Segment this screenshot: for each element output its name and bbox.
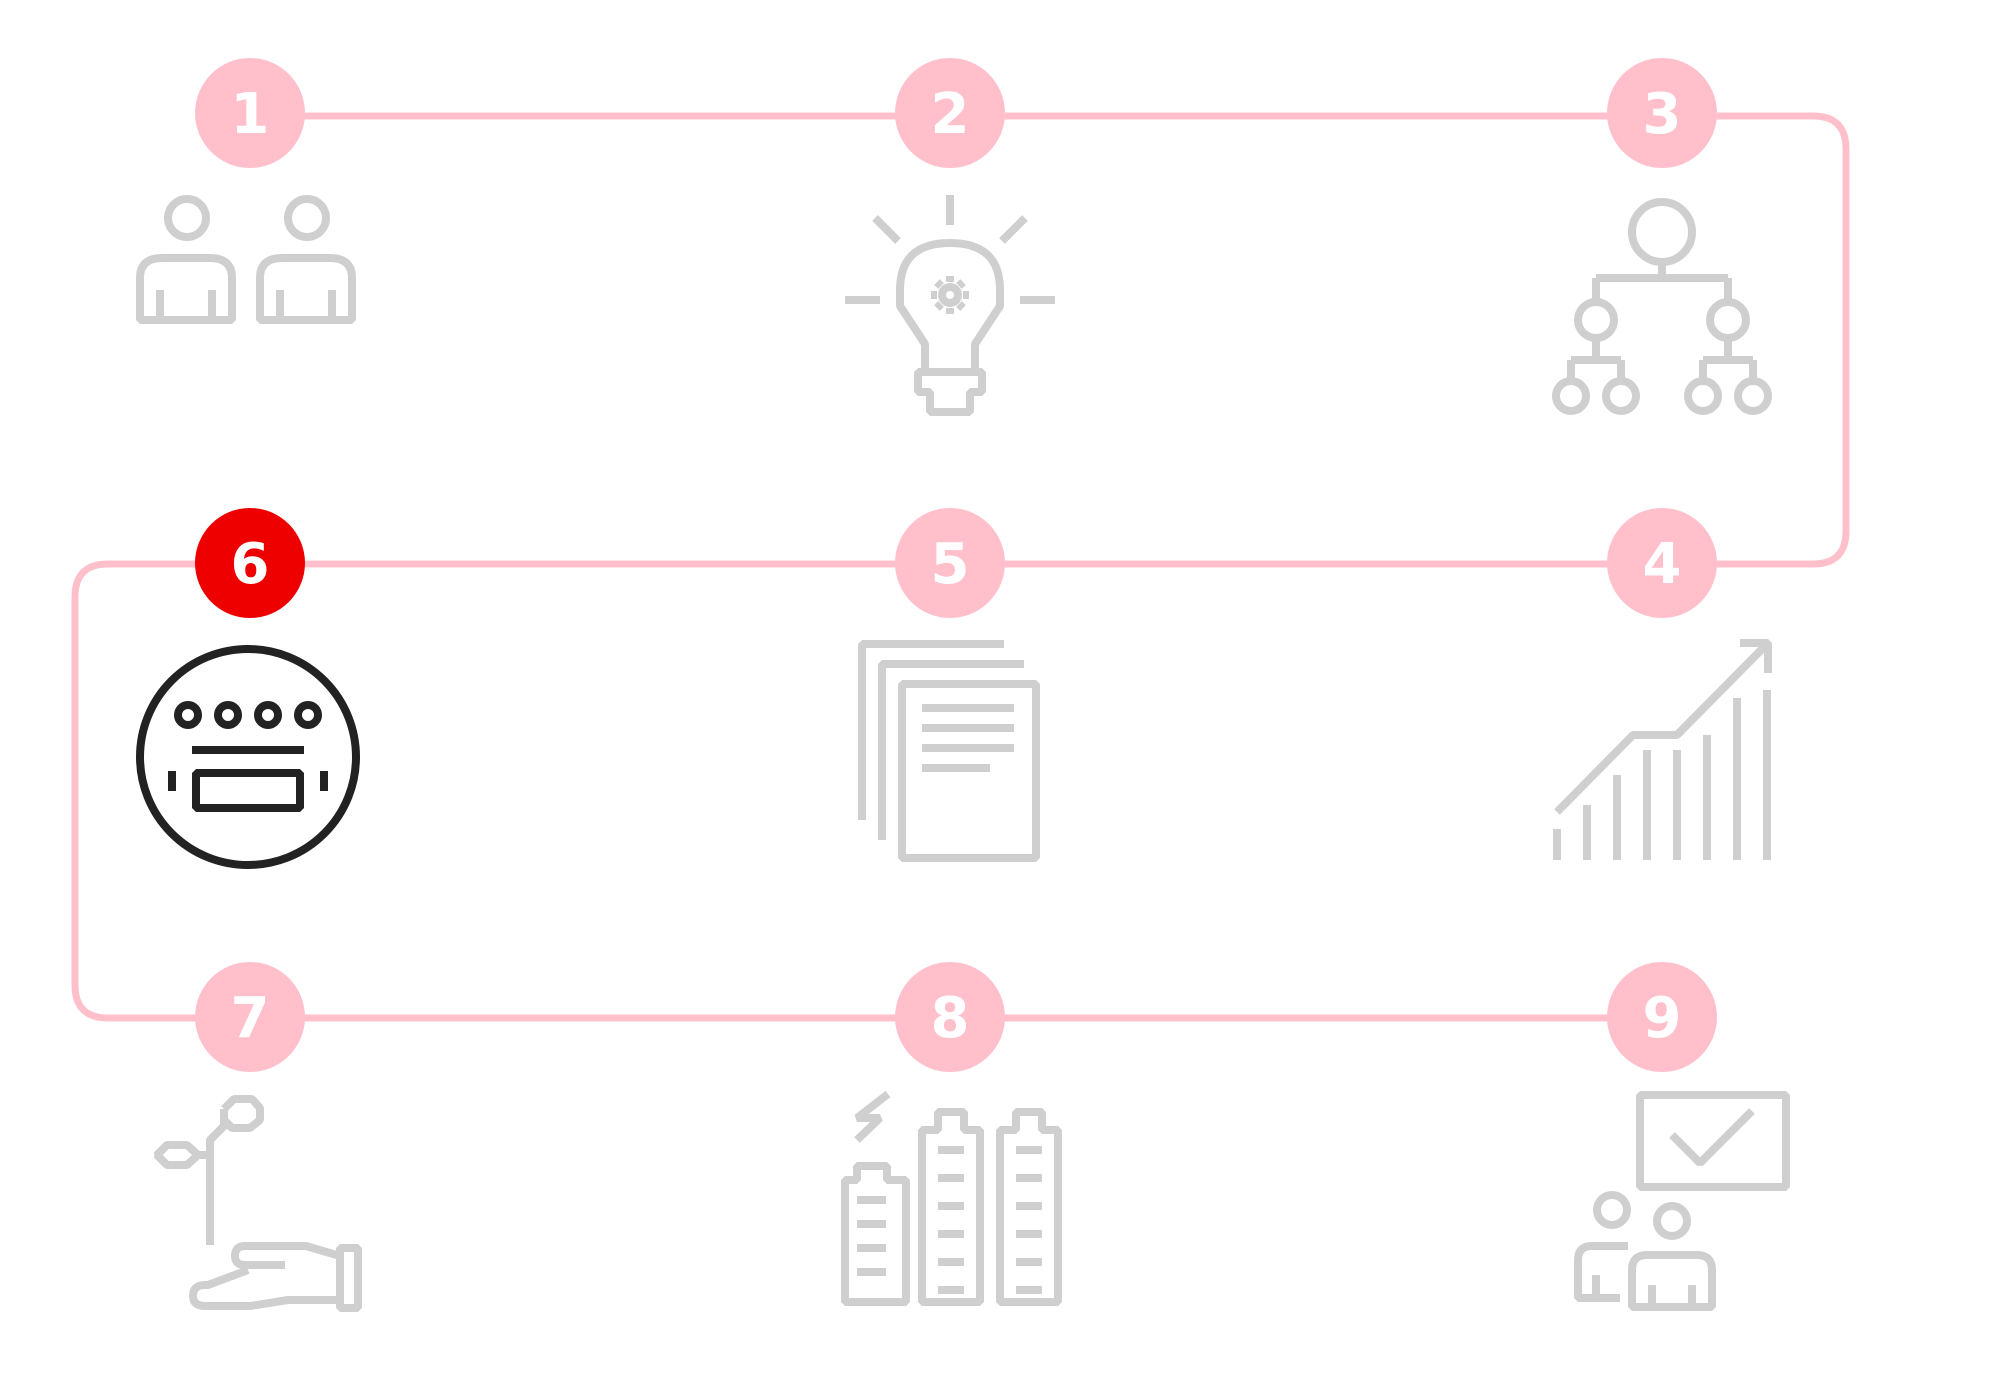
- batteries-icon: [841, 1090, 1062, 1306]
- step-6-number: 6: [231, 532, 270, 597]
- step-9: 9: [1574, 962, 1790, 1311]
- step-1-number: 1: [231, 82, 270, 147]
- step-3-number: 3: [1643, 82, 1682, 147]
- step-1-badge: [195, 58, 305, 168]
- step-8-number: 8: [931, 986, 970, 1051]
- step-6: 6: [136, 508, 360, 869]
- step-5-number: 5: [931, 532, 970, 597]
- step-7-number: 7: [231, 986, 270, 1051]
- step-3: 3: [1552, 58, 1772, 415]
- meter-icon: [136, 645, 360, 869]
- step-1: 1: [136, 58, 356, 324]
- step-2: 2: [845, 58, 1055, 416]
- presentation-icon: [1574, 1091, 1790, 1311]
- growth-chart-icon: [1553, 639, 1772, 860]
- hierarchy-icon: [1552, 198, 1772, 415]
- step-8: 8: [841, 962, 1062, 1306]
- step-9-badge: [1607, 962, 1717, 1072]
- step-8-badge: [895, 962, 1005, 1072]
- step-6-badge: [195, 508, 305, 618]
- step-7-badge: [195, 962, 305, 1072]
- step-4: 4: [1553, 508, 1772, 860]
- documents-icon: [858, 640, 1040, 862]
- step-2-number: 2: [931, 82, 970, 147]
- users-icon: [136, 195, 356, 324]
- hand-plant-icon: [154, 1095, 362, 1312]
- lightbulb-icon: [845, 195, 1055, 416]
- step-5-badge: [895, 508, 1005, 618]
- step-2-badge: [895, 58, 1005, 168]
- step-5: 5: [858, 508, 1040, 862]
- step-3-badge: [1607, 58, 1717, 168]
- step-4-number: 4: [1643, 532, 1682, 597]
- step-4-badge: [1607, 508, 1717, 618]
- step-7: 7: [154, 962, 362, 1312]
- step-9-number: 9: [1643, 986, 1682, 1051]
